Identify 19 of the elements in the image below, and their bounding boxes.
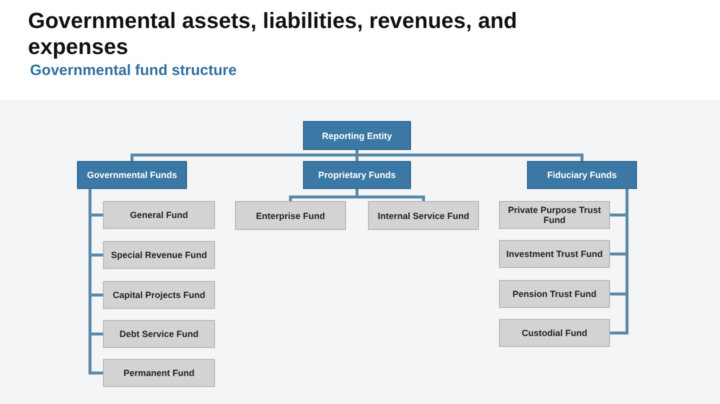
- fund-box: Pension Trust Fund: [499, 280, 610, 308]
- category-box: Reporting Entity: [303, 121, 411, 150]
- fund-box: Special Revenue Fund: [103, 241, 215, 269]
- fund-box: Internal Service Fund: [368, 201, 479, 230]
- connector-line: [356, 150, 584, 161]
- fund-box: Custodial Fund: [499, 319, 610, 347]
- category-box: Governmental Funds: [77, 161, 187, 189]
- fund-box: Investment Trust Fund: [499, 240, 610, 268]
- title: Governmental assets, liabilities, revenues, and expenses: [28, 8, 518, 60]
- fund-box: Permanent Fund: [103, 359, 215, 387]
- fund-box: Capital Projects Fund: [103, 281, 215, 309]
- connector-line: [356, 189, 425, 201]
- fund-box: Private Purpose Trust Fund: [499, 201, 610, 229]
- category-box: Fiduciary Funds: [527, 161, 637, 189]
- fund-box: General Fund: [103, 201, 215, 229]
- category-box: Proprietary Funds: [303, 161, 411, 189]
- subtitle: Governmental fund structure: [30, 62, 237, 79]
- fund-box: Enterprise Fund: [235, 201, 346, 230]
- fund-box: Debt Service Fund: [103, 320, 215, 348]
